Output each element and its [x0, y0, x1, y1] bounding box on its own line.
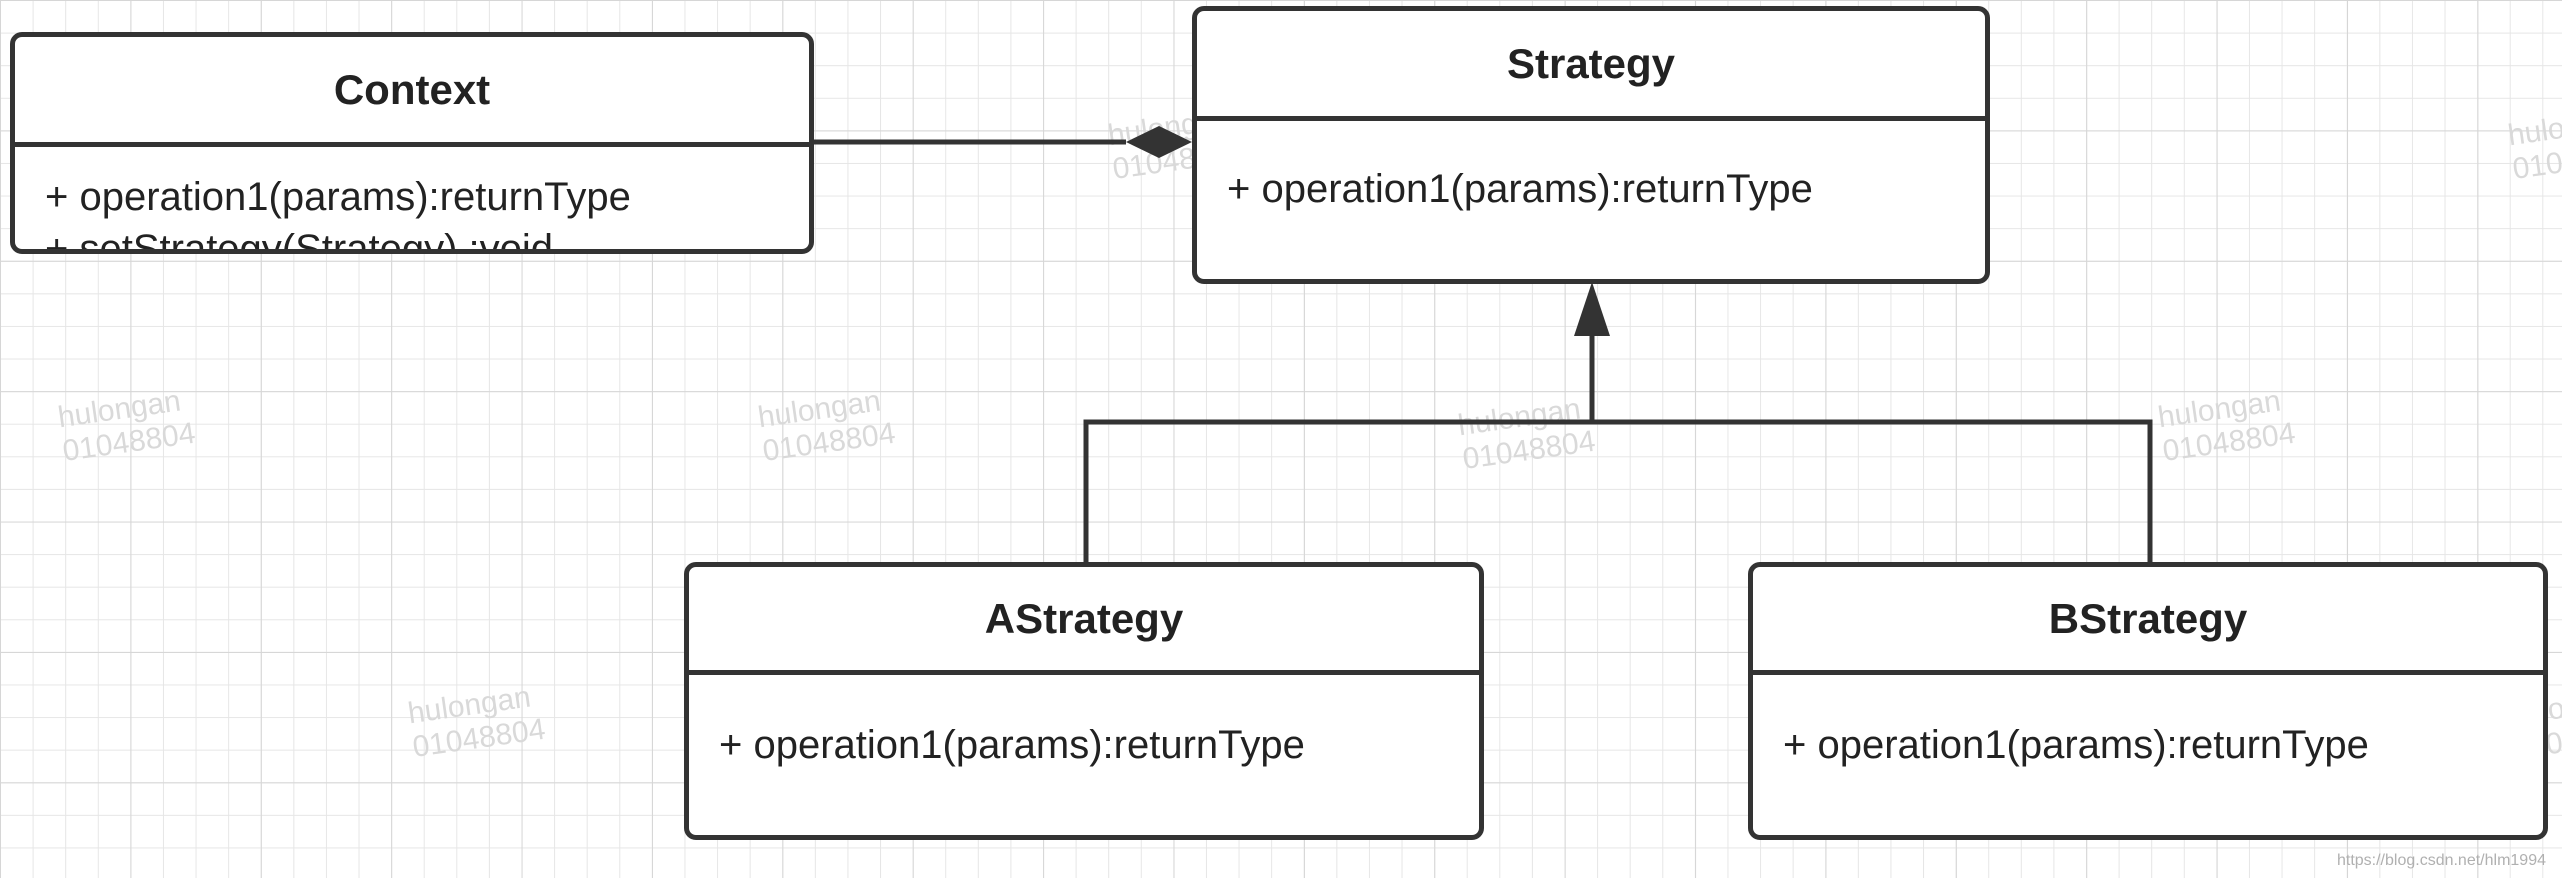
class-astrategy[interactable]: AStrategy + operation1(params):returnTyp…: [684, 562, 1484, 840]
composition-diamond: [1126, 126, 1192, 158]
class-strategy[interactable]: Strategy + operation1(params):returnType: [1192, 6, 1990, 284]
class-operations: + operation1(params):returnType: [1753, 675, 2543, 771]
operation: + operation1(params):returnType: [1227, 167, 1813, 211]
operation: + operation1(params):returnType: [719, 723, 1305, 767]
operation: + operation1(params):returnType: [1783, 723, 2369, 767]
class-context[interactable]: Context + operation1(params):returnType …: [10, 32, 814, 254]
class-name: Context: [15, 37, 809, 147]
inheritance-arrowhead: [1574, 282, 1610, 336]
class-name: Strategy: [1197, 11, 1985, 121]
class-name: AStrategy: [689, 567, 1479, 675]
class-operations: + operation1(params):returnType: [1197, 121, 1985, 215]
class-operations: + operation1(params):returnType: [689, 675, 1479, 771]
class-operations: + operation1(params):returnType + setStr…: [15, 147, 809, 254]
class-name: BStrategy: [1753, 567, 2543, 675]
url-watermark: https://blog.csdn.net/hlm1994: [2336, 852, 2546, 869]
generalization-branch: [1083, 419, 2153, 564]
class-bstrategy[interactable]: BStrategy + operation1(params):returnTyp…: [1748, 562, 2548, 840]
operation: + operation1(params):returnType: [45, 175, 631, 219]
operation: + setStrategy(Strategy) :void: [45, 227, 554, 254]
